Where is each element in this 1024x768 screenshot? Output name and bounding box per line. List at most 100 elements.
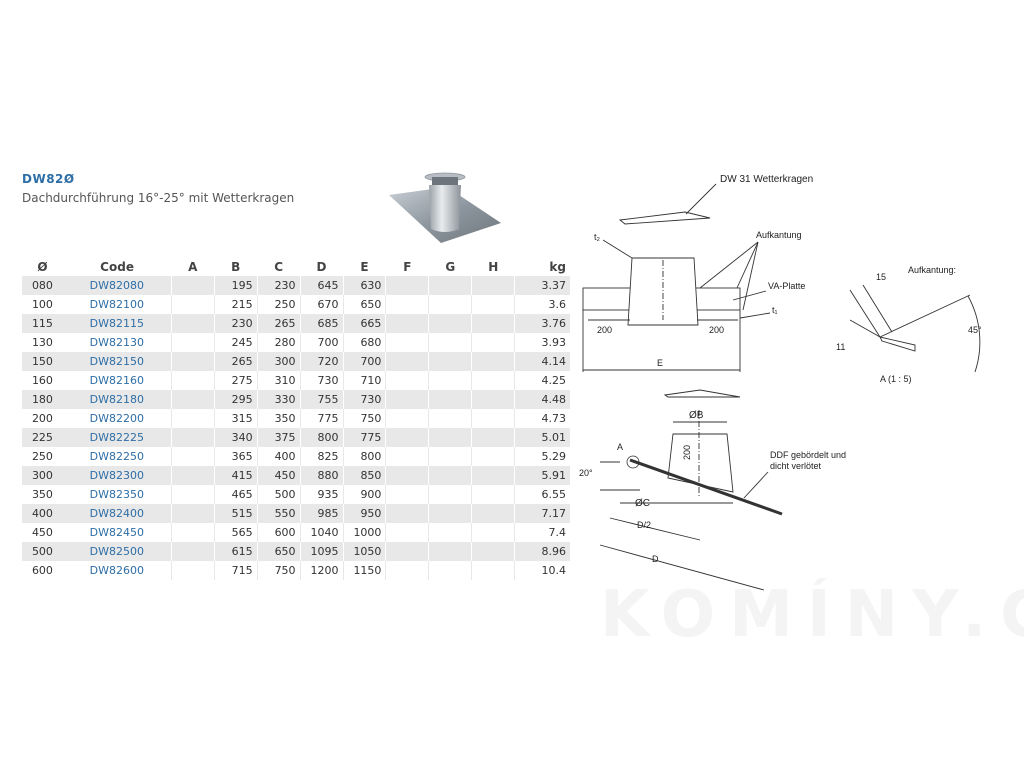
- cell-d: 700: [299, 333, 343, 352]
- cell-g: [428, 409, 472, 428]
- cell-code[interactable]: DW82250: [89, 450, 144, 463]
- cell-e: 650: [342, 295, 386, 314]
- cell-c: 280: [256, 333, 301, 352]
- cell-a: [170, 504, 215, 523]
- cell-a: [170, 409, 215, 428]
- cell-code[interactable]: DW82100: [89, 298, 144, 311]
- cell-h: [471, 542, 515, 561]
- cell-code[interactable]: DW82080: [62, 276, 172, 295]
- cell-a: [170, 447, 215, 466]
- table-header-row: Ø Code A B C D E F G H kg: [22, 258, 570, 276]
- cell-c: 450: [256, 466, 301, 485]
- detail-title: Aufkantung:: [908, 265, 956, 275]
- cell-f: [385, 561, 429, 580]
- cell-b: 415: [213, 466, 258, 485]
- cell-kg: 3.6: [514, 295, 570, 314]
- cell-kg: 4.73: [514, 409, 570, 428]
- cell-d: 880: [299, 466, 343, 485]
- cell-code[interactable]: DW82130: [89, 336, 144, 349]
- pipe-installed: [667, 433, 734, 493]
- cell-code[interactable]: DW82450: [89, 526, 144, 539]
- cell-h: [471, 371, 515, 390]
- cell-h: [471, 333, 515, 352]
- cell-h: [471, 561, 515, 580]
- cell-f: [385, 371, 429, 390]
- cell-f: [385, 333, 429, 352]
- cell-c: 650: [256, 542, 301, 561]
- cell-f: [385, 276, 429, 295]
- cell-code[interactable]: DW82300: [62, 466, 172, 485]
- cell-f: [385, 409, 429, 428]
- cell-h: [471, 485, 515, 504]
- cell-code[interactable]: DW82400: [62, 504, 172, 523]
- label-t2: t₂: [594, 232, 601, 242]
- cell-g: [428, 542, 472, 561]
- cell-h: [471, 447, 515, 466]
- label-ddf-2: dicht verlötet: [770, 461, 822, 471]
- cell-e: 900: [342, 485, 386, 504]
- cell-g: [428, 561, 472, 580]
- cell-b: 615: [213, 542, 258, 561]
- cell-e: 1050: [342, 542, 386, 561]
- cell-c: 250: [256, 295, 301, 314]
- cell-kg: 4.14: [514, 352, 570, 371]
- cell-g: [428, 352, 472, 371]
- cell-code[interactable]: DW82225: [62, 428, 172, 447]
- cell-c: 230: [256, 276, 301, 295]
- cell-code[interactable]: DW82180: [62, 390, 172, 409]
- cell-b: 515: [213, 504, 258, 523]
- cell-g: [428, 523, 472, 542]
- cell-code[interactable]: DW82200: [89, 412, 144, 425]
- cell-e: 710: [342, 371, 386, 390]
- cell-d: 670: [299, 295, 343, 314]
- cell-diameter: 500: [22, 542, 63, 561]
- cell-a: [170, 333, 215, 352]
- cell-code[interactable]: DW82500: [62, 542, 172, 561]
- cell-code[interactable]: DW82115: [62, 314, 172, 333]
- cell-diameter: 350: [31, 488, 53, 501]
- cell-d: 755: [299, 390, 343, 409]
- cell-d: 825: [299, 447, 343, 466]
- cell-diameter: 150: [22, 352, 63, 371]
- cell-g: [428, 295, 472, 314]
- cell-b: 275: [213, 371, 258, 390]
- cell-f: [385, 352, 429, 371]
- cell-diameter: 130: [31, 336, 53, 349]
- dim-200-right: 200: [709, 325, 724, 335]
- cell-b: 315: [213, 409, 258, 428]
- cell-h: [471, 409, 515, 428]
- cell-diameter: 225: [22, 428, 63, 447]
- cell-diameter: 200: [31, 412, 53, 425]
- cell-code[interactable]: DW82150: [62, 352, 172, 371]
- wetterkragen-lower: [663, 389, 741, 398]
- dim-e: E: [657, 358, 663, 368]
- cell-b: 215: [213, 295, 258, 314]
- cell-code[interactable]: DW82350: [89, 488, 144, 501]
- cell-b: 245: [213, 333, 258, 352]
- cell-e: 680: [342, 333, 386, 352]
- cell-code[interactable]: DW82160: [89, 374, 144, 387]
- cell-kg: 6.55: [514, 485, 570, 504]
- cell-e: 775: [342, 428, 386, 447]
- cell-b: 295: [213, 390, 258, 409]
- cell-d: 685: [299, 314, 343, 333]
- product-photo: [389, 172, 501, 243]
- cell-code[interactable]: DW82600: [89, 564, 144, 577]
- detail-dim-11: 11: [836, 342, 845, 352]
- cell-kg: 7.17: [514, 504, 570, 523]
- cell-c: 500: [256, 485, 301, 504]
- cell-diameter: 600: [31, 564, 53, 577]
- cell-b: 565: [213, 523, 258, 542]
- cell-d: 1200: [299, 561, 343, 580]
- cell-h: [471, 523, 515, 542]
- cell-g: [428, 428, 472, 447]
- cell-a: [170, 523, 215, 542]
